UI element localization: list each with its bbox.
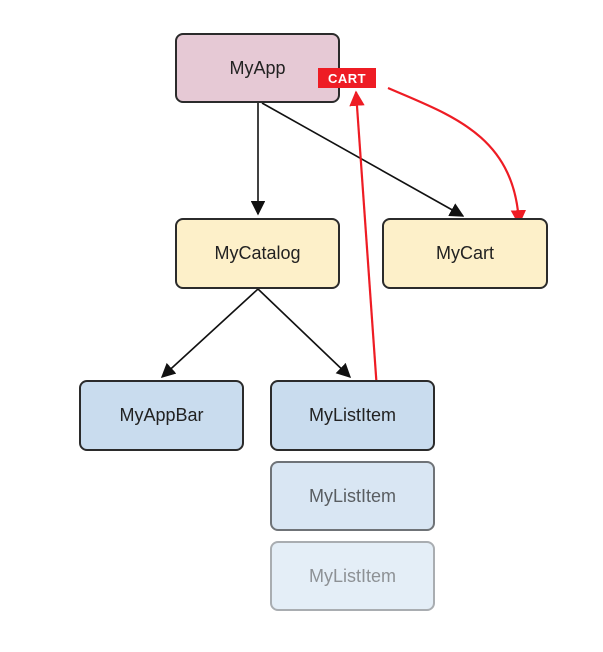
red-arrow-listitem-to-cart-badge bbox=[349, 90, 379, 391]
cart-badge: CART bbox=[318, 68, 376, 88]
node-myappbar: MyAppBar bbox=[79, 380, 244, 451]
node-mycart: MyCart bbox=[382, 218, 548, 289]
edge-mycatalog-to-mylistitem bbox=[257, 288, 352, 378]
node-mylistitem-1: MyListItem bbox=[270, 380, 435, 451]
red-arrow-cart-badge-to-mycart bbox=[387, 86, 527, 226]
node-mycatalog: MyCatalog bbox=[175, 218, 340, 289]
node-mylistitem-3: MyListItem bbox=[270, 541, 435, 611]
edge-myapp-to-mycart bbox=[261, 102, 465, 217]
node-myapp: MyApp bbox=[175, 33, 340, 103]
edge-mycatalog-to-myappbar bbox=[160, 288, 259, 378]
node-mylistitem-2: MyListItem bbox=[270, 461, 435, 531]
